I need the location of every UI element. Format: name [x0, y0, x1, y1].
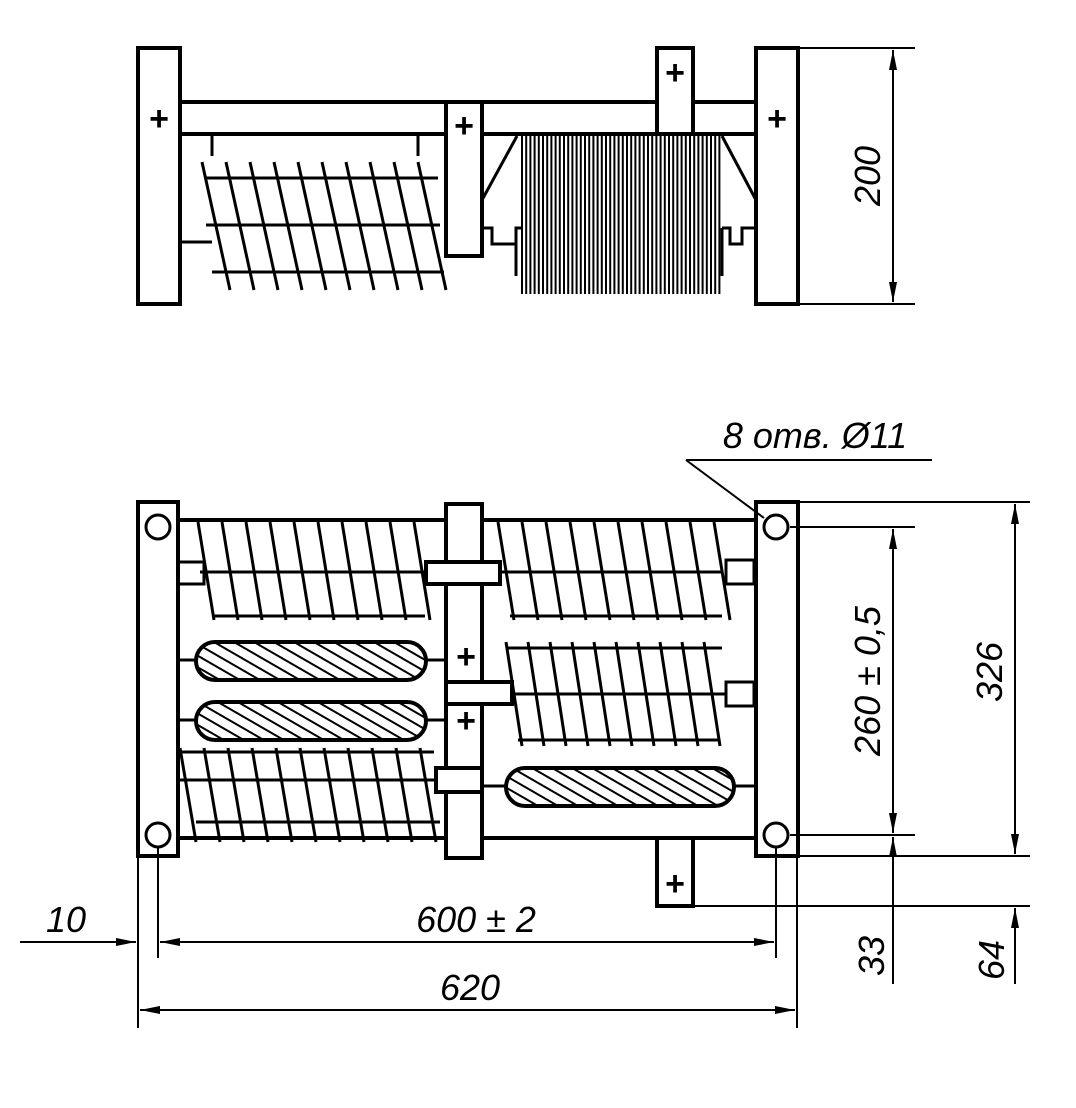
- coil-wire: [412, 521, 432, 621]
- coil-wire: [200, 161, 232, 291]
- dim-width-total: 620: [440, 967, 500, 1008]
- coil-wire: [712, 521, 732, 621]
- clamp-upper: [424, 560, 502, 586]
- coil-wire: [296, 161, 328, 291]
- coil-wire: [178, 747, 198, 843]
- tubular-resistor-1: [178, 640, 446, 682]
- coil-wire: [592, 521, 612, 621]
- coil-wire: [274, 747, 294, 843]
- coil-wire: [544, 521, 564, 621]
- dim-offset-left: 10: [46, 899, 86, 940]
- coil-wire: [392, 161, 424, 291]
- plus-symbol: +: [454, 107, 474, 145]
- right-end-plate-top: [754, 46, 800, 306]
- coil-wire: [616, 521, 636, 621]
- coil-wire: [658, 641, 678, 747]
- bottom-terminal: [655, 836, 695, 908]
- coil-wire: [316, 521, 336, 621]
- right-end-plate: [754, 500, 800, 858]
- coil-lower-left: [178, 747, 440, 843]
- coil-wire: [688, 521, 708, 621]
- coil-wire: [244, 521, 264, 621]
- coil-wire: [220, 521, 240, 621]
- tubular-resistor-3: [482, 766, 754, 808]
- mounting-hole: [144, 513, 172, 541]
- coil-wire: [364, 521, 384, 621]
- plus-symbol: +: [149, 100, 169, 138]
- coil-wire: [196, 521, 216, 621]
- dim-height-top: 200: [847, 146, 888, 207]
- clamp-lower: [434, 766, 484, 794]
- coil-wire: [568, 521, 588, 621]
- upper-terminal-top: [655, 46, 695, 136]
- tubular-resistor-2: [178, 700, 446, 742]
- plus-symbol: +: [665, 54, 685, 92]
- coil-wire: [298, 747, 318, 843]
- coil-wire: [272, 161, 304, 291]
- coil-wire: [614, 641, 634, 747]
- coil-wire: [680, 641, 700, 747]
- coil-wire: [520, 521, 540, 621]
- holes-note: 8 отв. Ø11: [723, 415, 907, 456]
- right-grid-top: [480, 135, 758, 294]
- coil-wire: [322, 747, 342, 843]
- plus-symbol: +: [665, 865, 685, 903]
- plus-symbol: +: [767, 100, 787, 138]
- coil-wire: [570, 641, 590, 747]
- coil-wire: [320, 161, 352, 291]
- coil-middle-right: [504, 641, 756, 747]
- coil-wire: [226, 747, 246, 843]
- coil-wire: [526, 641, 546, 747]
- coil-wire: [418, 747, 438, 843]
- coil-wire: [370, 747, 390, 843]
- coil-wire: [268, 521, 288, 621]
- dim-hole-spacing-x: 600 ± 2: [416, 899, 536, 940]
- mounting-hole: [144, 821, 172, 849]
- coil-wire: [702, 641, 722, 747]
- coil-wire: [368, 161, 400, 291]
- mounting-hole: [762, 513, 790, 541]
- plus-symbol: +: [456, 638, 476, 676]
- dim-offset-33: 33: [851, 936, 892, 976]
- dim-hole-spacing: 260 ± 0,5: [847, 605, 888, 757]
- clamp-middle: [444, 680, 514, 706]
- coil-wire: [496, 521, 516, 621]
- front-view: + + + 8 отв. Ø11 260 ± 0,5 326 33: [20, 415, 1030, 1028]
- left-coil-top: [200, 161, 448, 291]
- coil-wire: [292, 521, 312, 621]
- top-view: + + + + 200: [136, 46, 915, 306]
- coil-wire: [248, 161, 280, 291]
- coil-wire: [340, 521, 360, 621]
- coil-wire: [394, 747, 414, 843]
- plus-symbol: +: [456, 702, 476, 740]
- coil-wire: [664, 521, 684, 621]
- coil-upper-right: [496, 521, 756, 621]
- coil-wire: [416, 161, 448, 291]
- dim-offset-64: 64: [971, 940, 1012, 980]
- coil-wire: [346, 747, 366, 843]
- coil-wire: [344, 161, 376, 291]
- coil-wire: [250, 747, 270, 843]
- dim-height-total: 326: [969, 641, 1010, 702]
- middle-terminal-top: [444, 100, 484, 258]
- left-end-plate-top: [136, 46, 182, 306]
- coil-wire: [636, 641, 656, 747]
- coil-upper-left: [176, 521, 432, 621]
- coil-wire: [548, 641, 568, 747]
- coil-wire: [388, 521, 408, 621]
- left-end-plate: [136, 500, 180, 858]
- coil-wire: [592, 641, 612, 747]
- mounting-hole: [762, 821, 790, 849]
- coil-wire: [224, 161, 256, 291]
- coil-wire: [202, 747, 222, 843]
- coil-wire: [640, 521, 660, 621]
